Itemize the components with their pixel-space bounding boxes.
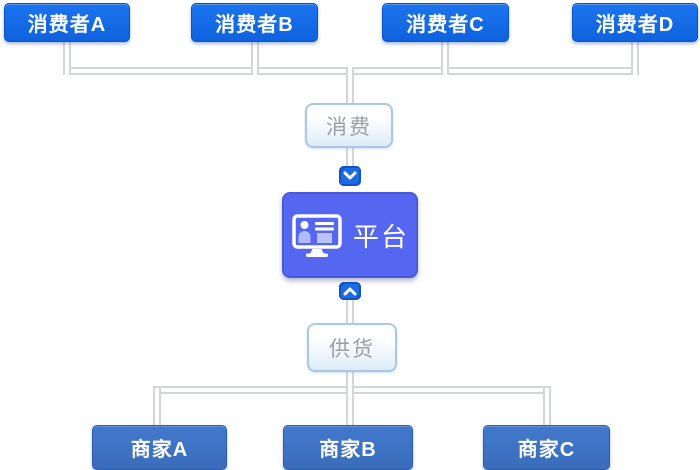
platform-label: 平台: [352, 221, 409, 252]
merchant-b-node: 商家B: [283, 425, 413, 470]
supply-label: 供货: [329, 337, 375, 361]
connector-merchant-c: [543, 388, 551, 425]
supply-label-box: 供货: [307, 323, 397, 372]
flow-up-arrow: [339, 282, 361, 300]
consume-label: 消费: [326, 115, 372, 139]
connector-merchant-b: [346, 388, 354, 425]
connector-consume-to-arrow: [346, 147, 354, 169]
merchant-b-label: 商家B: [319, 439, 377, 461]
consumer-d-label: 消费者D: [595, 14, 675, 36]
connector-bus-to-consume: [346, 67, 354, 105]
platform-node: 平台: [282, 192, 418, 278]
consumer-b-label: 消费者B: [215, 14, 294, 36]
consumer-d-node: 消费者D: [572, 3, 698, 42]
chevron-down-icon: [343, 171, 357, 181]
connector-merchant-a: [153, 388, 161, 425]
connector-consumer-b: [251, 42, 259, 75]
consumer-a-node: 消费者A: [4, 3, 130, 42]
consumer-a-label: 消费者A: [27, 14, 107, 36]
merchant-a-node: 商家A: [92, 425, 227, 470]
consumer-c-label: 消费者C: [406, 14, 485, 36]
consumer-b-node: 消费者B: [191, 3, 318, 42]
connector-consumer-c: [441, 42, 449, 75]
connector-consumer-a: [63, 42, 71, 75]
flow-down-arrow: [339, 166, 361, 186]
merchant-c-node: 商家C: [483, 425, 610, 470]
merchant-a-label: 商家A: [130, 439, 189, 461]
monitor-icon: [291, 213, 343, 257]
connector-consumer-d: [631, 42, 639, 75]
connector-arrow-to-supply: [346, 299, 354, 325]
connector-supply-to-bus: [346, 370, 354, 392]
merchant-c-label: 商家C: [517, 439, 576, 461]
consume-label-box: 消费: [305, 103, 393, 148]
consumer-c-node: 消费者C: [382, 3, 509, 42]
chevron-up-icon: [343, 286, 357, 296]
